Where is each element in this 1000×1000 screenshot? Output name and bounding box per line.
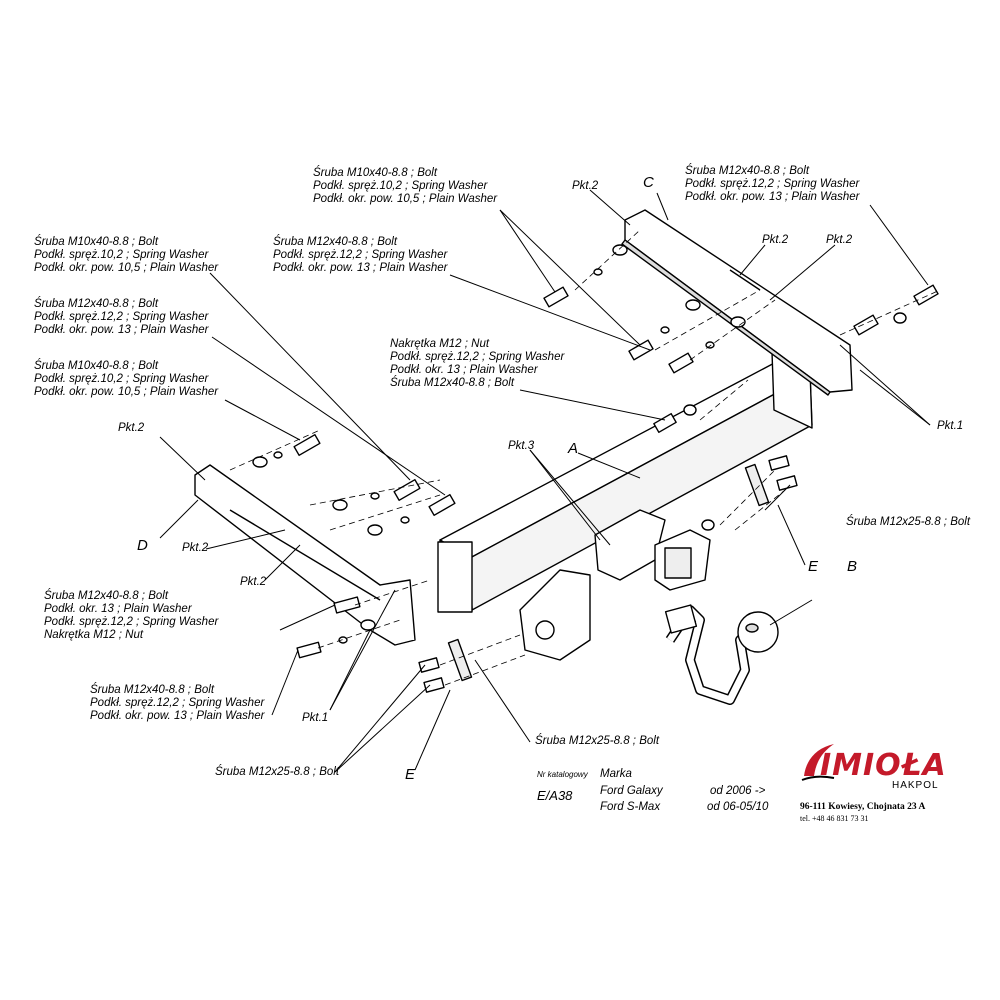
- logo-swoosh-icon: [801, 744, 835, 781]
- pkt-right: Pkt.1: [937, 420, 964, 432]
- letter-C: C: [643, 174, 654, 191]
- pkt-top-mid-b: Pkt.2: [826, 234, 853, 246]
- brand-address: 96-111 Kowiesy, Chojnata 23 A: [800, 802, 926, 812]
- tow-ball-B: [664, 604, 779, 705]
- year-range-1: od 2006 ->: [710, 785, 766, 797]
- model-ford-smax: Ford S-Max: [600, 801, 661, 813]
- socket-housing: [654, 529, 711, 591]
- letter-A: A: [568, 440, 579, 457]
- letter-D: D: [137, 537, 148, 554]
- pkt-bottom: Pkt.1: [302, 712, 329, 724]
- model-ford-galaxy: Ford Galaxy: [600, 785, 663, 797]
- pkt-top-mid-a: Pkt.2: [762, 234, 789, 246]
- brand-phone: tel. +48 46 831 73 31: [800, 814, 869, 823]
- letter-E-right: E: [808, 558, 819, 575]
- pkt-center: Pkt.3: [508, 440, 535, 452]
- make-label: Marka: [600, 768, 632, 780]
- label-bolt-m12x25-right: Śruba M12x25-8.8 ; Bolt: [846, 516, 971, 528]
- letter-E-bottom: E: [405, 766, 416, 783]
- brand-logo: IMIOŁA: [820, 748, 947, 783]
- label-bolt-m12x25-left: Śruba M12x25-8.8 ; Bolt: [215, 766, 340, 778]
- side-bracket-D: [194, 464, 416, 646]
- pkt-left-top: Pkt.2: [118, 422, 145, 434]
- year-range-2: od 06-05/10: [707, 801, 769, 813]
- assembly-lines: [229, 229, 941, 686]
- side-bracket-C: [621, 209, 853, 396]
- brand-sub: HAKPOL: [892, 780, 939, 791]
- letter-B: B: [847, 558, 858, 575]
- leader-lines: [159, 189, 931, 773]
- pkt-top-left: Pkt.2: [572, 180, 599, 192]
- fasteners: [252, 244, 939, 693]
- catalog-value: E/A38: [537, 788, 573, 803]
- crossbar-A: [437, 351, 813, 613]
- label-bolt-m12x25-center: Śruba M12x25-8.8 ; Bolt: [535, 735, 660, 747]
- catalog-label: Nr katalogowy: [537, 770, 588, 779]
- mounting-plate: [519, 509, 666, 661]
- pkt-left-mid: Pkt.2: [182, 542, 209, 554]
- pkt-left-low: Pkt.2: [240, 576, 267, 588]
